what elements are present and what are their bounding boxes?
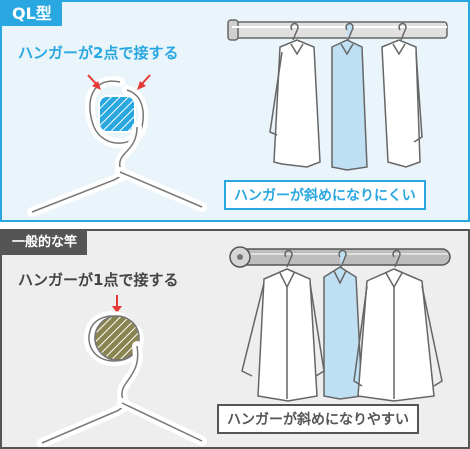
normal-tag: 一般的な竿 [2, 231, 88, 255]
ql-caption: ハンガーが斜めになりにくい [224, 180, 426, 210]
ql-panel: QL型 ハンガーが2点で接する [0, 0, 470, 222]
ql-shirt-3 [381, 22, 423, 168]
ql-shirt-1 [269, 22, 321, 168]
normal-headline: ハンガーが1点で接する [18, 271, 179, 289]
normal-diagram [37, 246, 451, 447]
ql-diagram [27, 19, 448, 217]
ql-pole [227, 19, 448, 41]
normal-shirt-1 [241, 249, 325, 402]
ql-pole-cross-section [98, 95, 136, 133]
normal-hanger-hook [37, 311, 207, 447]
ql-shirt-2 [331, 22, 368, 171]
contact-arrow-single [112, 295, 122, 313]
normal-caption: ハンガーが斜めになりやすい [217, 404, 419, 434]
ql-tag: QL型 [2, 2, 62, 26]
ql-headline: ハンガーが2点で接する [18, 44, 179, 62]
ql-hanger-hook [27, 76, 207, 217]
normal-shirt-2 [323, 249, 363, 400]
contact-arrow-left [87, 74, 101, 90]
contact-arrow-right [137, 74, 151, 90]
normal-shirt-3 [353, 249, 443, 402]
normal-panel: 一般的な竿 ハンガーが1点で接する [0, 229, 470, 449]
